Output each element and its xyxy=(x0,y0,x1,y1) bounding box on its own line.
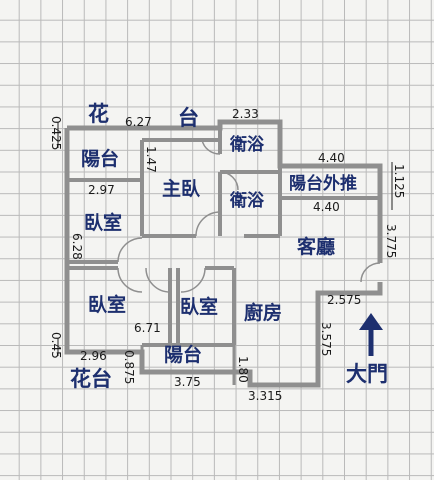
dim-628: 6.28 xyxy=(70,233,84,260)
dim-440-top: 4.40 xyxy=(318,151,345,165)
bedroom-bottom-mid-label: 臥室 xyxy=(180,296,219,318)
living-room-label: 客廳 xyxy=(297,236,336,258)
bedroom-left-label: 臥室 xyxy=(84,212,123,234)
flower-bed-label-tai: 台 xyxy=(178,106,199,130)
dim-0875: 0.875 xyxy=(122,350,136,385)
dim-3775: 3.775 xyxy=(384,224,398,259)
interior-walls xyxy=(67,128,380,347)
dim-3575: 3.575 xyxy=(319,322,333,357)
dim-296: 2.96 xyxy=(80,349,107,363)
kitchen-label: 廚房 xyxy=(244,302,283,324)
dim-045: 0.45 xyxy=(49,332,63,359)
dim-440-mid: 4.40 xyxy=(313,200,340,214)
bedroom-bottom-left-label: 臥室 xyxy=(88,294,127,316)
balcony-bottom-label: 陽台 xyxy=(164,344,203,366)
dim-297: 2.97 xyxy=(88,183,115,197)
dim-627: 6.27 xyxy=(125,115,152,129)
balcony-railings xyxy=(140,345,236,385)
dim-1125: 1.125 xyxy=(392,164,406,199)
bath-1-label: 衛浴 xyxy=(230,135,264,155)
entrance-arrow xyxy=(359,313,383,356)
dim-375: 3.75 xyxy=(174,375,201,389)
dimension-marks xyxy=(57,122,393,356)
dim-3315: 3.315 xyxy=(248,389,283,403)
balcony-sliding-label: 陽台外推 xyxy=(289,174,357,194)
balcony-top-label: 陽台 xyxy=(81,148,120,170)
dim-2575: 2.575 xyxy=(327,293,362,307)
flower-bed-bottom-label: 花台 xyxy=(70,367,112,391)
dim-0425: 0.425 xyxy=(49,116,63,151)
main-door-label: 大門 xyxy=(346,362,388,386)
dim-233: 2.33 xyxy=(232,107,259,121)
master-bedroom-label: 主臥 xyxy=(162,178,201,200)
doors xyxy=(117,139,381,293)
dim-180: 1.80 xyxy=(236,356,250,383)
flower-bed-label-hua: 花 xyxy=(88,102,109,126)
dim-147: 1.47 xyxy=(144,146,158,173)
dim-671: 6.71 xyxy=(134,321,161,335)
bath-2-label: 衛浴 xyxy=(230,191,264,211)
